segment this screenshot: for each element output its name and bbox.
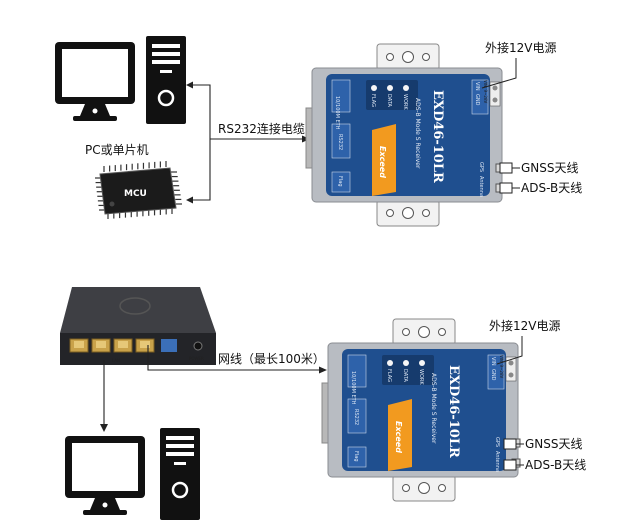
mount-hole bbox=[418, 326, 430, 338]
mount-hole bbox=[422, 53, 430, 61]
lan-port-contacts bbox=[74, 341, 84, 348]
brand-stripe bbox=[388, 399, 412, 471]
gnss-antenna-top bbox=[499, 162, 520, 174]
status-led-label: FLAG bbox=[386, 369, 392, 382]
mount-hole bbox=[402, 328, 410, 336]
gnd-label: GND bbox=[474, 94, 480, 106]
model-label: EXD46-10LR bbox=[430, 90, 445, 183]
rs232-port-box bbox=[331, 123, 351, 159]
mount-hole bbox=[386, 209, 394, 217]
rs232-port-label: RS232 bbox=[337, 134, 343, 150]
eth-port-label: 10/100M ETH bbox=[334, 96, 340, 130]
pc-computer-icon bbox=[55, 36, 186, 124]
terminal-screw bbox=[492, 97, 498, 103]
status-led-label: FLAG bbox=[370, 94, 376, 107]
rs232-port-box bbox=[347, 398, 367, 434]
ethernet-cable-label: 网线（最长100米） bbox=[218, 352, 325, 366]
terminal-screw bbox=[492, 85, 498, 91]
status-led-1 bbox=[371, 85, 377, 91]
gnss-antenna-bottom bbox=[503, 438, 524, 450]
flag-port-box bbox=[347, 446, 367, 468]
power-line-bottom bbox=[496, 336, 523, 365]
brand-label: Exceed bbox=[378, 146, 387, 178]
eth-port-box bbox=[331, 79, 351, 113]
gps-port-label: GPS bbox=[494, 437, 500, 447]
antenna-port-label: Antenna bbox=[478, 176, 484, 197]
lan-port-contacts bbox=[118, 341, 128, 348]
ethernet-arrow-head bbox=[319, 366, 327, 374]
adsb-antenna-top bbox=[499, 182, 520, 194]
pc-computer-icon-bottom bbox=[65, 428, 200, 520]
rs232-port-label: RS232 bbox=[353, 409, 359, 425]
power-line-top bbox=[481, 58, 517, 89]
vin-label: VIN bbox=[490, 357, 496, 366]
terminal-block bbox=[489, 81, 501, 107]
antenna-port-label: Antenna bbox=[494, 451, 500, 472]
power-label-top: 外接12V电源 bbox=[485, 40, 556, 55]
status-led-2 bbox=[387, 85, 393, 91]
rs232-cable-line bbox=[190, 84, 305, 201]
terminal-screw bbox=[508, 372, 514, 378]
power-terminal bbox=[471, 79, 489, 115]
status-led-label: WORK bbox=[418, 369, 424, 385]
status-led-2 bbox=[403, 360, 409, 366]
status-led-label: DATA bbox=[402, 369, 408, 382]
mcu-chip-label: MCU bbox=[124, 189, 147, 199]
mount-hole bbox=[422, 209, 430, 217]
mount-hole bbox=[386, 53, 394, 61]
gnss-antenna-label-bottom: GNSS天线 bbox=[525, 437, 583, 451]
gnss-antenna-label-top: GNSS天线 bbox=[521, 161, 579, 175]
brand-label: Exceed bbox=[394, 421, 403, 453]
router-port-label: LAN bbox=[112, 358, 120, 363]
mount-hole bbox=[402, 207, 414, 219]
status-led-label: WORK bbox=[402, 94, 408, 110]
mount-hole bbox=[402, 484, 410, 492]
mount-hole bbox=[438, 328, 446, 336]
voltage-label: VIN: 9~28V bbox=[499, 355, 504, 379]
router-to-pc-arrow-head bbox=[100, 424, 108, 432]
adsb-antenna-label-top: ADS-B天线 bbox=[521, 181, 582, 195]
flag-port-label: Flag bbox=[337, 176, 343, 187]
power-label-bottom: 外接12V电源 bbox=[489, 318, 560, 333]
status-led-3 bbox=[403, 85, 409, 91]
rs232-cable-label: RS232连接电缆 bbox=[218, 121, 305, 136]
mcu-chip-icon: MCU bbox=[95, 161, 182, 219]
status-led-3 bbox=[419, 360, 425, 366]
router-device-icon: LAN POWER bbox=[60, 287, 216, 365]
voltage-label: VIN: 9~28V bbox=[483, 80, 488, 104]
adsb-antenna-bottom bbox=[503, 459, 524, 471]
vin-label: VIN bbox=[474, 82, 480, 91]
flag-port-label: Flag bbox=[353, 451, 359, 462]
terminal-screw bbox=[508, 360, 514, 366]
eth-port-label: 10/100M ETH bbox=[350, 371, 356, 405]
ethernet-cable-line bbox=[147, 345, 322, 371]
flag-port-box bbox=[331, 171, 351, 193]
subtitle-label: ADS-B Mode S Receiver bbox=[414, 98, 421, 169]
adsb-antenna-label-bottom: ADS-B天线 bbox=[525, 458, 586, 472]
brand-stripe bbox=[372, 124, 396, 196]
status-led-label: DATA bbox=[386, 94, 392, 107]
router-power-label: POWER bbox=[189, 356, 204, 361]
subtitle-label: ADS-B Mode S Receiver bbox=[430, 373, 437, 444]
mcu-arrow-head bbox=[186, 196, 193, 204]
mount-hole bbox=[418, 482, 430, 494]
status-led-1 bbox=[387, 360, 393, 366]
model-label: EXD46-10LR bbox=[446, 365, 461, 458]
lan-port-contacts bbox=[140, 341, 150, 348]
pc-mcu-label: PC或单片机 bbox=[85, 143, 149, 157]
eth-port-box bbox=[347, 354, 367, 388]
gps-port-label: GPS bbox=[478, 162, 484, 172]
lan-port-contacts bbox=[96, 341, 106, 348]
mount-hole bbox=[402, 51, 414, 63]
mount-hole bbox=[438, 484, 446, 492]
gnd-label: GND bbox=[490, 369, 496, 381]
terminal-block bbox=[505, 356, 517, 382]
pc-arrow-head bbox=[186, 81, 193, 89]
